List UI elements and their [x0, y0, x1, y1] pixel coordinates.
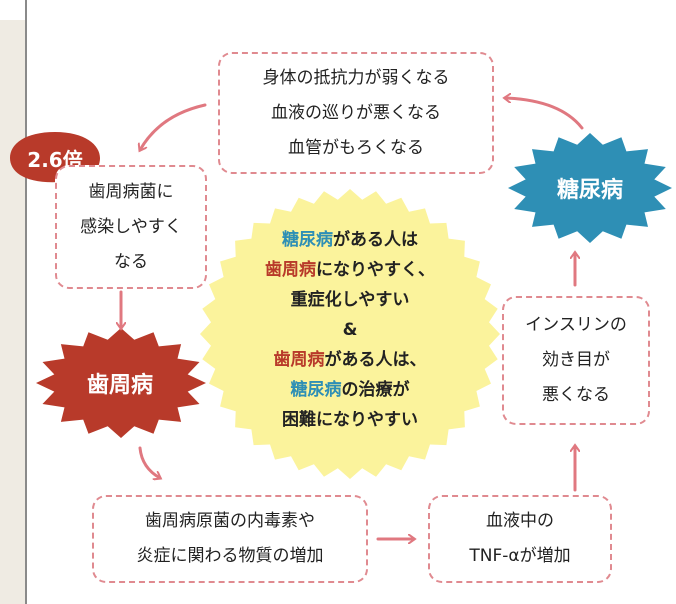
left-box-line: 歯周病菌に — [88, 181, 174, 202]
center-text: 困難になりやすい — [282, 410, 418, 430]
bottom-right-box: 血液中の TNF-αが増加 — [428, 495, 612, 583]
bottom-left-box: 歯周病原菌の内毒素や 炎症に関わる物質の増加 — [92, 495, 368, 583]
periodontal-starburst — [36, 328, 206, 438]
left-box: 歯周病菌に 感染しやすく なる — [55, 165, 207, 289]
center-text: がある人は、 — [324, 350, 427, 370]
center-text: になりやすく、 — [316, 260, 435, 280]
right-box-line: 効き目が — [542, 350, 610, 370]
ampersand: & — [342, 320, 358, 340]
background-strip — [0, 20, 25, 604]
center-starburst — [200, 189, 500, 479]
top-box-line: 血液の巡りが悪くなる — [271, 102, 441, 123]
right-box: インスリンの 効き目が 悪くなる — [502, 296, 650, 425]
left-box-line: なる — [114, 251, 148, 272]
bottom-right-box-line: 血液中の — [486, 511, 554, 531]
keyword-diabetes: 糖尿病 — [282, 230, 333, 250]
arrow-top-to-left — [140, 103, 207, 150]
top-box-line: 身体の抵抗力が弱くなる — [262, 67, 450, 88]
keyword-periodontal: 歯周病 — [265, 260, 316, 280]
keyword-periodontal: 歯周病 — [273, 350, 325, 370]
center-text: の治療が — [341, 380, 410, 400]
keyword-diabetes: 糖尿病 — [290, 380, 342, 400]
diabetes-starburst — [508, 133, 672, 243]
top-box-line: 血管がもろくなる — [288, 137, 424, 158]
periodontal-label: 歯周病 — [86, 373, 153, 398]
arrow-diabetes-to-top — [505, 98, 584, 130]
divider-line — [25, 0, 27, 604]
diabetes-label: 糖尿病 — [556, 178, 623, 203]
top-box: 身体の抵抗力が弱くなる 血液の巡りが悪くなる 血管がもろくなる — [218, 52, 494, 174]
bottom-left-box-line: 歯周病原菌の内毒素や — [145, 511, 315, 531]
center-text: 重症化しやすい — [290, 290, 410, 310]
left-box-line: 感染しやすく — [80, 216, 182, 237]
right-box-line: インスリンの — [525, 315, 627, 335]
right-box-line: 悪くなる — [542, 385, 610, 405]
bottom-left-box-line: 炎症に関わる物質の増加 — [136, 546, 324, 566]
arrow-periodontal-to-bottom — [138, 446, 160, 478]
bottom-right-box-line: TNF-αが増加 — [469, 546, 571, 566]
center-text: がある人は — [333, 230, 418, 250]
center-message: 糖尿病がある人は 歯周病になりやすく、 重症化しやすい & 歯周病がある人は、 … — [200, 225, 500, 435]
